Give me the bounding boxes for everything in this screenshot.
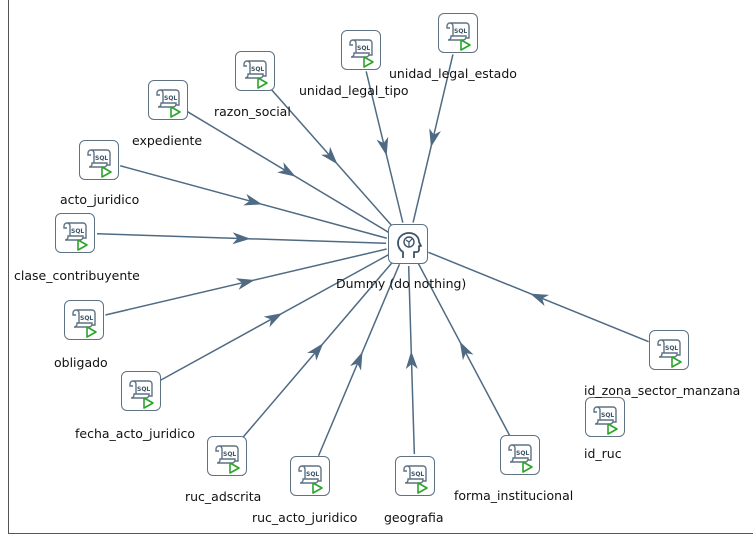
step-label: id_zona_sector_manzana bbox=[584, 383, 741, 398]
hop-arrow-icon bbox=[429, 128, 441, 148]
step-label: id_ruc bbox=[584, 446, 622, 461]
hop-arrow-icon bbox=[530, 293, 550, 306]
step-forma_institucional[interactable]: SQL forma_institucional bbox=[454, 435, 573, 503]
transformation-canvas[interactable] bbox=[8, 0, 753, 534]
sql-table-input-icon[interactable]: SQL bbox=[148, 80, 188, 120]
sql-table-input-icon[interactable]: SQL bbox=[585, 397, 625, 437]
step-label: unidad_legal_estado bbox=[389, 66, 517, 81]
step-label: Dummy (do nothing) bbox=[336, 276, 467, 291]
hop-arrow-icon bbox=[307, 343, 324, 361]
dummy-step-icon[interactable] bbox=[388, 224, 428, 264]
step-clase_contribuyente[interactable]: SQL clase_contribuyente bbox=[14, 213, 140, 283]
step-id_zona_sector_manzana[interactable]: SQL id_zona_sector_manzana bbox=[584, 330, 740, 398]
step-label: geografia bbox=[384, 510, 444, 525]
step-label: forma_institucional bbox=[454, 488, 574, 503]
sql-table-input-icon[interactable]: SQL bbox=[235, 51, 275, 91]
step-acto_juridico[interactable]: SQL acto_juridico bbox=[60, 140, 139, 207]
step-label: fecha_acto_juridico bbox=[75, 426, 196, 441]
step-label: unidad_legal_tipo bbox=[299, 83, 409, 98]
sql-table-input-icon[interactable]: SQL bbox=[649, 330, 689, 370]
sql-table-input-icon[interactable]: SQL bbox=[121, 371, 161, 411]
hop-arrow-icon bbox=[263, 313, 283, 328]
step-label: expediente bbox=[132, 133, 203, 148]
sql-table-input-icon[interactable]: SQL bbox=[290, 456, 330, 496]
svg-text:SQL: SQL bbox=[454, 28, 467, 35]
hop-arrow-icon bbox=[405, 351, 418, 370]
hop-arrow-icon bbox=[321, 146, 338, 165]
svg-text:SQL: SQL bbox=[516, 450, 529, 457]
svg-text:SQL: SQL bbox=[601, 412, 614, 419]
step-label: razon_social bbox=[214, 104, 291, 119]
sql-table-input-icon[interactable]: SQL bbox=[500, 435, 540, 475]
step-expediente[interactable]: SQL expediente bbox=[132, 80, 202, 148]
hop-arrow-icon bbox=[277, 162, 296, 177]
step-fecha_acto_juridico[interactable]: SQL fecha_acto_juridico bbox=[75, 371, 195, 441]
step-ruc_adscrita[interactable]: SQL ruc_adscrita bbox=[185, 436, 261, 504]
step-unidad_legal_tipo[interactable]: SQL unidad_legal_tipo bbox=[299, 30, 409, 98]
svg-text:SQL: SQL bbox=[306, 471, 319, 478]
svg-text:SQL: SQL bbox=[164, 95, 177, 102]
svg-text:SQL: SQL bbox=[357, 45, 370, 52]
step-label: ruc_adscrita bbox=[185, 489, 262, 504]
svg-text:SQL: SQL bbox=[251, 66, 264, 73]
step-unidad_legal_estado[interactable]: SQL unidad_legal_estado bbox=[389, 13, 517, 81]
svg-text:SQL: SQL bbox=[71, 228, 84, 235]
svg-text:SQL: SQL bbox=[411, 471, 424, 478]
sql-table-input-icon[interactable]: SQL bbox=[341, 30, 381, 70]
hop-arrow-icon bbox=[232, 232, 251, 245]
step-label: acto_juridico bbox=[60, 192, 140, 207]
hop-arrow-icon bbox=[235, 278, 255, 290]
step-geografia[interactable]: SQL geografia bbox=[384, 456, 444, 525]
sql-table-input-icon[interactable]: SQL bbox=[55, 213, 95, 253]
step-obligado[interactable]: SQL obligado bbox=[54, 300, 108, 370]
step-label: clase_contribuyente bbox=[14, 268, 140, 283]
hop-arrow-icon bbox=[349, 351, 363, 371]
sql-table-input-icon[interactable]: SQL bbox=[64, 300, 104, 340]
step-razon_social[interactable]: SQL razon_social bbox=[214, 51, 291, 119]
dummy-step[interactable]: Dummy (do nothing) bbox=[336, 224, 466, 291]
sql-table-input-icon[interactable]: SQL bbox=[438, 13, 478, 53]
svg-text:SQL: SQL bbox=[137, 386, 150, 393]
hop-arrow-icon bbox=[376, 136, 389, 156]
step-ruc_acto_juridico[interactable]: SQL ruc_acto_juridico bbox=[252, 456, 357, 525]
hop-arrow-icon bbox=[243, 193, 263, 206]
step-label: ruc_acto_juridico bbox=[252, 510, 358, 525]
step-id_ruc[interactable]: SQL id_ruc bbox=[584, 397, 625, 461]
svg-text:SQL: SQL bbox=[665, 345, 678, 352]
svg-text:SQL: SQL bbox=[223, 451, 236, 458]
sql-table-input-icon[interactable]: SQL bbox=[395, 456, 435, 496]
hop-arrow-icon bbox=[459, 341, 474, 361]
svg-text:SQL: SQL bbox=[95, 155, 108, 162]
svg-text:SQL: SQL bbox=[80, 315, 93, 322]
sql-table-input-icon[interactable]: SQL bbox=[79, 140, 119, 180]
step-label: obligado bbox=[54, 355, 108, 370]
sql-table-input-icon[interactable]: SQL bbox=[207, 436, 247, 476]
